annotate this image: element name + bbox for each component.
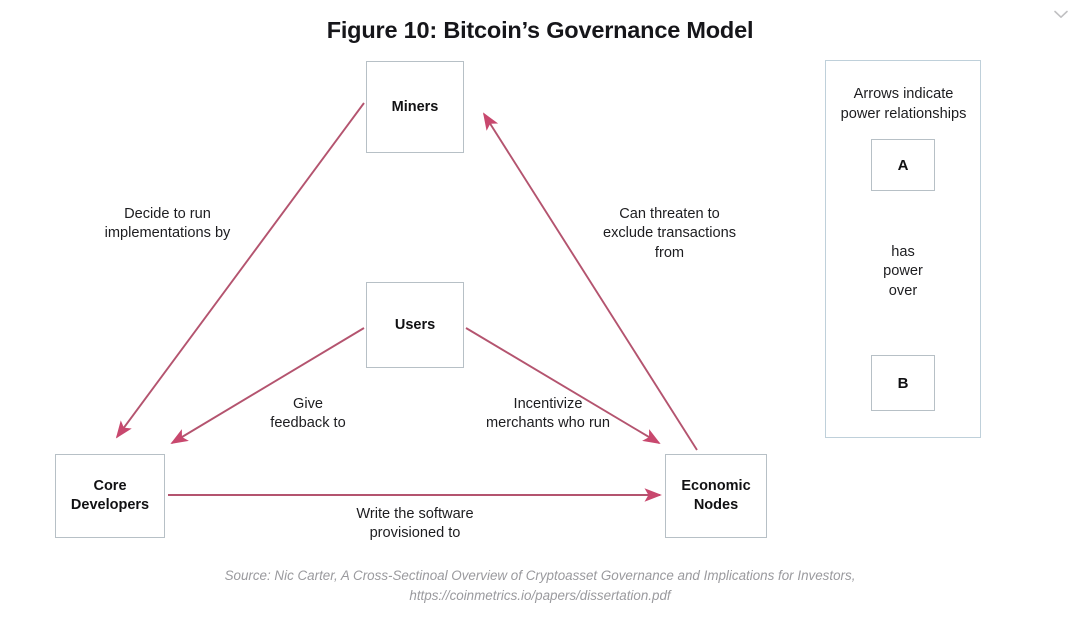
- node-core-developers[interactable]: Core Developers: [55, 454, 165, 538]
- legend-relation-label: has power over: [883, 244, 923, 299]
- edge-label-give-feedback: Give feedback to: [270, 396, 346, 432]
- legend-node-a: A: [871, 139, 935, 191]
- page-title: Figure 10: Bitcoin’s Governance Model: [326, 17, 754, 43]
- edge-label-decide-to-run: Decide to run implementations by: [104, 206, 231, 242]
- chevron-down-icon[interactable]: [1048, 4, 1074, 24]
- legend-caption: Arrows indicate power relationships: [840, 86, 967, 122]
- edge-miners-to-core-developers: [115, 102, 365, 439]
- edge-label-incentivize-merchants: Incentivize merchants who run: [485, 396, 611, 432]
- node-users[interactable]: Users: [366, 282, 464, 368]
- node-economic-nodes[interactable]: Economic Nodes: [665, 454, 767, 538]
- legend-node-b: B: [871, 355, 935, 411]
- edge-label-write-the-software: Write the software provisioned to: [356, 506, 474, 542]
- node-miners[interactable]: Miners: [366, 61, 464, 153]
- source-citation: Source: Nic Carter, A Cross-Sectinoal Ov…: [224, 568, 856, 604]
- edge-label-can-threaten: Can threaten to exclude transactions fro…: [602, 206, 737, 261]
